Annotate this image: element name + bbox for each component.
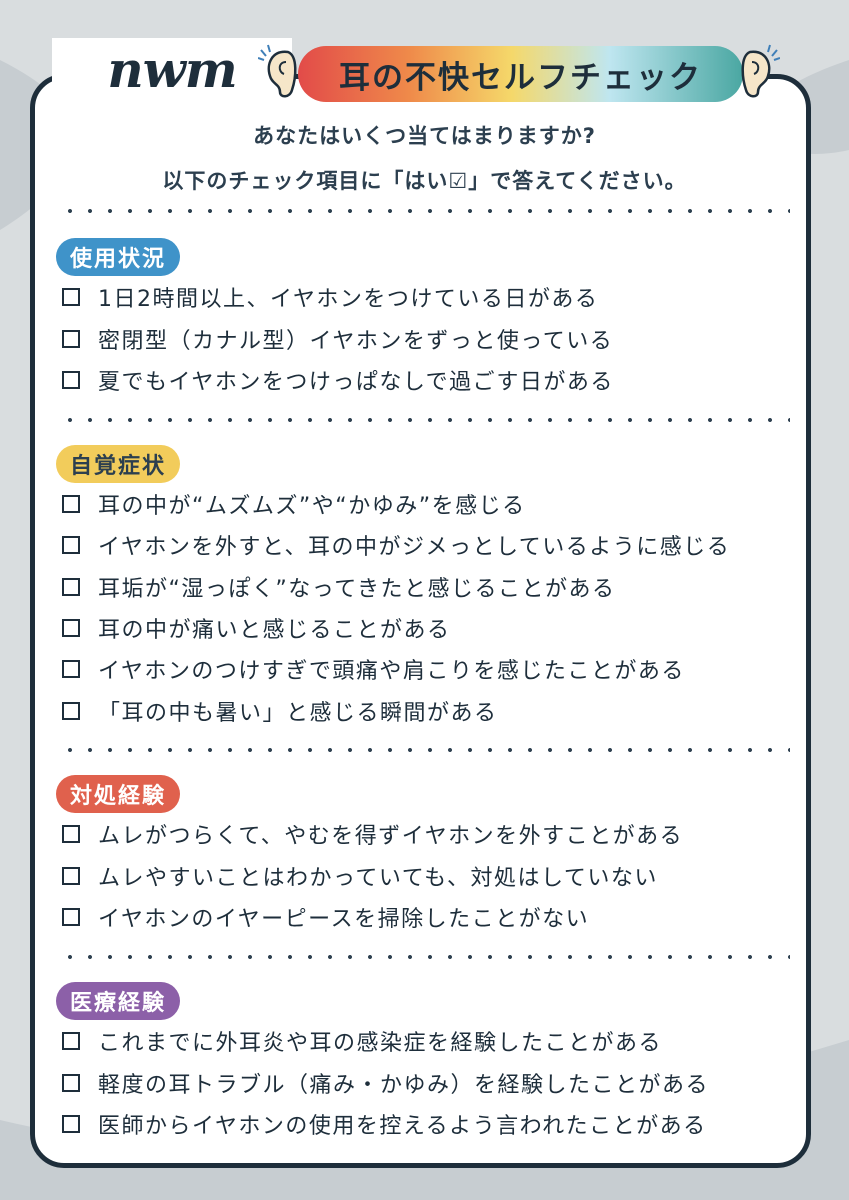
checkbox[interactable] [62,536,80,554]
dotted-divider [60,209,790,213]
checkbox[interactable] [62,1115,80,1133]
dotted-divider [60,748,790,752]
item-text: 軽度の耳トラブル（痛み・かゆみ）を経験したことがある [98,1073,710,1098]
item-text: 耳の中が“ムズムズ”や“かゆみ”を感じる [98,494,526,519]
checklist-item[interactable]: ムレやすいことはわかっていても、対処はしていない [62,859,658,893]
ear-icon [741,44,780,98]
intro-question: あなたはいくつ当てはまりますか? [253,124,596,148]
item-text: 医師からイヤホンの使用を控えるよう言われたことがある [98,1114,707,1139]
checklist-item[interactable]: これまでに外耳炎や耳の感染症を経験したことがある [62,1024,662,1058]
checkbox[interactable] [62,825,80,843]
checkbox[interactable] [62,908,80,926]
checkbox[interactable] [62,1074,80,1092]
checklist-item[interactable]: イヤホンのつけすぎで頭痛や肩こりを感じたことがある [62,652,685,686]
checkbox[interactable] [62,702,80,720]
checkbox[interactable] [62,867,80,885]
checklist-item[interactable]: イヤホンを外すと、耳の中がジメっとしているように感じる [62,528,730,562]
section-label-symptoms: 自覚症状 [56,445,181,483]
checklist-item[interactable]: 夏でもイヤホンをつけっぱなしで過ごす日がある [62,363,614,397]
checklist-item[interactable]: イヤホンのイヤーピースを掃除したことがない [62,900,589,934]
item-text: これまでに外耳炎や耳の感染症を経験したことがある [98,1031,663,1056]
checklist-item[interactable]: 耳の中が“ムズムズ”や“かゆみ”を感じる [62,487,526,521]
checklist-item[interactable]: 1日2時間以上、イヤホンをつけている日がある [62,280,598,314]
item-text: 「耳の中も暑い」と感じる瞬間がある [98,701,498,726]
checklist-item[interactable]: ムレがつらくて、やむを得ずイヤホンを外すことがある [62,817,683,851]
checkbox[interactable] [62,1032,80,1050]
item-text: イヤホンのイヤーピースを掃除したことがない [98,907,590,932]
brand-logo: nwm [52,38,292,100]
checkbox[interactable] [62,330,80,348]
item-text: 1日2時間以上、イヤホンをつけている日がある [98,287,599,312]
item-text: 夏でもイヤホンをつけっぱなしで過ごす日がある [98,370,614,395]
ear-icon [258,44,297,98]
checklist-item[interactable]: 密閉型（カナル型）イヤホンをずっと使っている [62,322,613,356]
checklist-item[interactable]: 耳の中が痛いと感じることがある [62,611,451,645]
item-text: ムレやすいことはわかっていても、対処はしていない [98,866,658,891]
checklist-item[interactable]: 医師からイヤホンの使用を控えるよう言われたことがある [62,1107,707,1141]
intro-instruction: 以下のチェック項目に「はい☑」で答えてください。 [162,169,687,193]
section-label-medical: 医療経験 [56,982,181,1020]
page-title: 耳の不快セルフチェック [298,46,743,102]
checkbox[interactable] [62,371,80,389]
dotted-divider [60,418,790,422]
checkbox[interactable] [62,660,80,678]
checkbox[interactable] [62,619,80,637]
item-text: 密閉型（カナル型）イヤホンをずっと使っている [98,329,614,354]
checkbox[interactable] [62,288,80,306]
checklist-item[interactable]: 軽度の耳トラブル（痛み・かゆみ）を経験したことがある [62,1066,709,1100]
item-text: 耳垢が“湿っぽく”なってきたと感じることがある [98,577,616,602]
dotted-divider [60,955,790,959]
checkbox[interactable] [62,495,80,513]
item-text: イヤホンを外すと、耳の中がジメっとしているように感じる [98,535,731,560]
item-text: ムレがつらくて、やむを得ずイヤホンを外すことがある [98,824,684,849]
checklist-item[interactable]: 耳垢が“湿っぽく”なってきたと感じることがある [62,570,616,604]
checklist-item[interactable]: 「耳の中も暑い」と感じる瞬間がある [62,694,498,728]
checkbox[interactable] [62,578,80,596]
item-text: イヤホンのつけすぎで頭痛や肩こりを感じたことがある [98,659,685,684]
section-label-usage: 使用状況 [56,238,181,276]
item-text: 耳の中が痛いと感じることがある [98,618,451,643]
section-label-coping: 対処経験 [56,775,181,813]
